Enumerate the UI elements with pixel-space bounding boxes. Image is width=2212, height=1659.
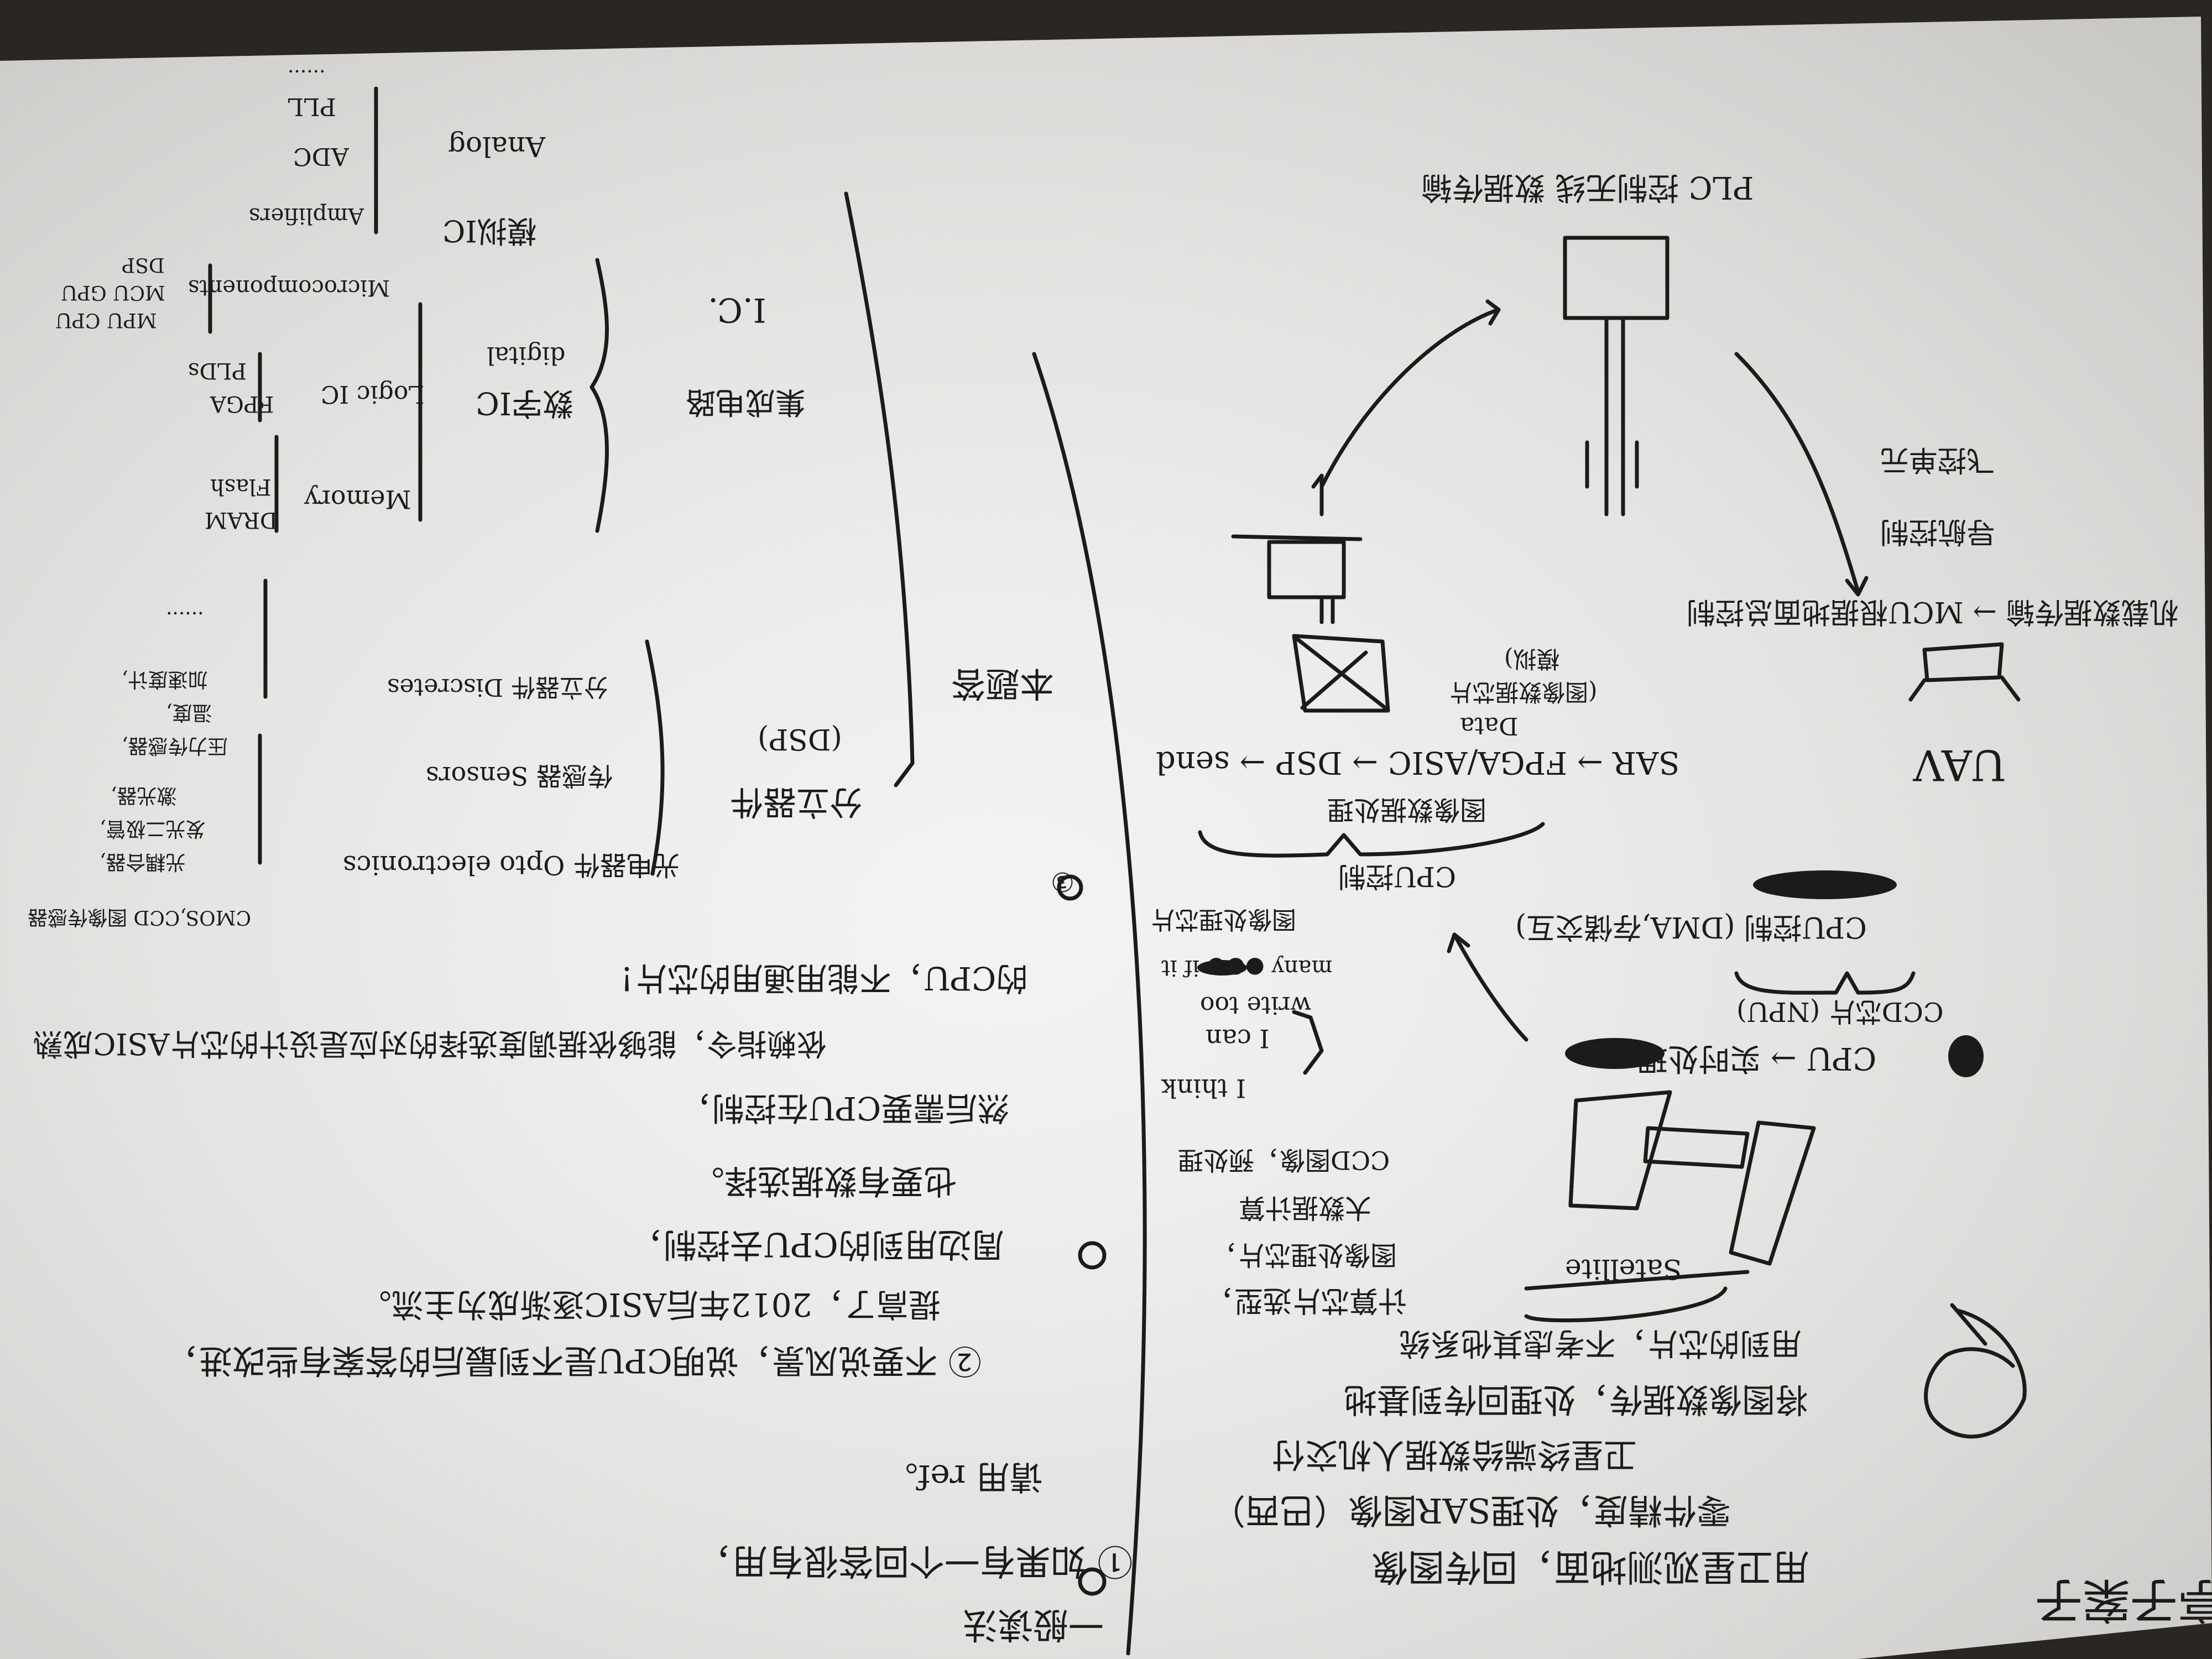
dish-shape [1292,634,1390,713]
micro-item-2: MCU GPU [61,281,165,304]
left-line-b: 也要有数据选择。 [691,1161,957,1200]
item-2b: 提高了，2012年后ASIC逐渐成为主流。 [359,1286,941,1323]
satellite-note-1: 图像处理芯片， [1211,1239,1397,1270]
memory-item-dram: DRAM [205,507,278,533]
analog-item-pll: PLL [288,92,337,121]
uav-note: 机载数据传输 → MCU根据地面总控制 [1687,595,2179,628]
micro-item-3: DSP [122,253,165,276]
cpu-chain-sub: CCD芯片 (NPU) [1736,996,1944,1027]
analog-item-adc: ADC [293,142,349,170]
micro-label: Microcomponents [188,275,390,300]
write-too-text: write too [1200,991,1312,1019]
memory-label: Memory [304,484,411,514]
uav-shape [1908,642,2021,702]
satellite-note-3: CCD图像，预处理 [1178,1145,1390,1175]
plc-box-shape [1563,236,1670,320]
logic-item-plds: PLDs [188,358,247,383]
discrete-brace [645,639,665,876]
sensor-list-4: ...... [166,607,204,630]
pipeline-note-2: (图像数据芯片 [1449,679,1598,706]
amplifiers-label: Amplifiers [249,203,364,228]
pipeline-note-3: 模拟) [1504,645,1560,672]
left-line-a: 周边用到的CPU去控制， [630,1225,1004,1264]
ic-brace [589,258,609,533]
opto-list-3: 发光二极管, [100,817,206,840]
cpu-box-sub: 图像处理芯片 [1150,905,1296,933]
right-line-4: 将图像数据传，处理回传到基地 [1344,1380,1808,1418]
pipeline-note-1: Data [1460,712,1519,740]
opto-list-4: 激光器, [111,784,177,807]
satellite-note-2: 大数据计算 [1239,1192,1372,1223]
analog-label: Analog [448,131,546,163]
analog-item-more: ...... [288,65,326,88]
uav-side-2: 飞控单元 [1880,443,1996,476]
bracket-line [844,191,915,787]
cpu-box-title: CPU控制 [1338,860,1457,893]
right-line-6: 计算芯片选型， [1206,1284,1407,1317]
page-divider-line [1032,352,1147,1656]
pipeline-text: SAR → FPGA/ASIC → DSP → send [1156,744,1680,780]
right-line-1: 用卫星观测地面，回传图像 [1371,1546,1809,1588]
pipeline-brace [1198,822,1545,858]
cpu-control-text: CPU控制 (DMA,存储交互) [1515,910,1867,943]
right-line-3: 卫星终端给数据人机交付 [1272,1435,1637,1474]
micro-item-1: MPU CPU [55,309,157,331]
title-text: 亭子案子 [2035,1572,2212,1627]
left-header: 一般读法 [962,1604,1104,1645]
ic-label: I.C. [708,290,766,329]
plc-label: PLC 控制无线 数据传输 [1421,169,1754,205]
item-3: ③ [1051,866,1075,897]
item-1b: 请用 ref。 [885,1457,1043,1496]
item-1: ① 如果有一个回答很有用， [697,1540,1133,1581]
scribble-mark [1948,1035,1984,1077]
i-can-text: I can [1206,1024,1270,1053]
sensor-list-2: 温度, [166,701,212,724]
optoelectronics-text: 光电器件 Opto electronics [343,849,680,880]
left-line-e: 的CPU，不能用通用的芯片！ [603,959,1029,997]
arrow-to-plc [1319,307,1501,489]
right-line-5: 用到的芯片，不考虑其他系统 [1399,1325,1802,1361]
item-2: ② 不要说风景，说明CPU是不到最后的答案有些改进， [166,1341,982,1380]
i-think-text: I think [1161,1073,1246,1103]
sensor-list-1: 压力传感器, [122,734,228,757]
sensors-text: 传感器 Sensors [426,761,613,791]
sensor-list-3: 加速度计, [122,668,208,691]
cpu-chain-text: CPU → 实时处理 [1637,1040,1877,1076]
digital-label: digital [487,341,566,369]
category-1: 分立器件 [730,782,863,821]
analog-ic-label: 模拟IC [442,213,537,248]
ic-cn-label: 集成电路 [686,385,805,420]
dome-shape [1924,1303,2027,1439]
logic-item-fpga: FPGA [210,391,274,416]
logic-ic-label: Logic IC [321,380,425,408]
memory-item-flash: Flash [210,474,272,499]
uav-side-1: 导航控制 [1880,515,1996,548]
opto-list-2: 光耦合器, [100,851,186,873]
category-1-sub: (DSP) [758,722,842,755]
uav-label: UAV [1913,740,2006,790]
satellite-label: Satellite [1565,1253,1682,1285]
guidance-text: 本题答 [951,664,1055,704]
pipeline-top-text: 图像数据处理 [1327,794,1487,825]
digital-ic-label: 数字IC [476,385,573,421]
arrow-to-uav [1734,352,1860,594]
right-line-2: 零件精度，处理SAR图像（巴西） [1211,1490,1731,1531]
cpu-control-brace [1734,971,1916,995]
write-too-sub: many ●●● if it [1161,955,1333,980]
left-line-d: 依赖指令，能够依据调度选择的对应是设计的芯片ASIC成熟 [33,1026,827,1061]
left-line-c: 然后需要CPU在控制， [680,1089,1010,1127]
opto-list-1: CMOS,CCD 图像传感器 [28,906,252,928]
discretes-text: 分立器件 Discretes [387,673,608,701]
